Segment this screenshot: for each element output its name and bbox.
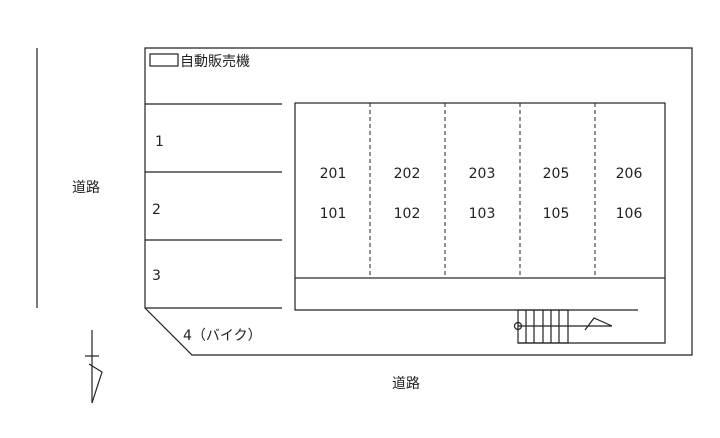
road-bottom-label: 道路: [392, 376, 420, 392]
unit-lower: 103: [469, 206, 496, 222]
parking-space-3: 3: [152, 268, 161, 284]
unit-dividers: [369, 103, 596, 278]
corridor: [294, 278, 666, 344]
unit-lower: 102: [394, 206, 421, 222]
road-left-label: 道路: [72, 180, 100, 196]
parking-space-2: 2: [152, 202, 161, 218]
north-arrow-icon: [85, 330, 103, 404]
unit-labels: 201 101 202 102 203 103 205 105 206 106: [320, 166, 643, 222]
parking-space-1: 1: [155, 134, 164, 150]
building: [294, 102, 666, 279]
unit-upper: 202: [394, 166, 421, 182]
parking-lines: [145, 103, 282, 309]
unit-lower: 105: [543, 206, 570, 222]
parking-space-4-bike: 4（バイク）: [183, 328, 262, 344]
vending-machine-icon: [149, 53, 179, 67]
unit-upper: 203: [469, 166, 496, 182]
unit-lower: 101: [320, 206, 347, 222]
unit-upper: 201: [320, 166, 347, 182]
unit-lower: 106: [616, 206, 643, 222]
unit-upper: 206: [616, 166, 643, 182]
unit-upper: 205: [543, 166, 570, 182]
lot-boundary: [144, 47, 693, 356]
vending-machine-label: 自動販売機: [180, 54, 250, 70]
staircase-icon: [513, 309, 613, 344]
